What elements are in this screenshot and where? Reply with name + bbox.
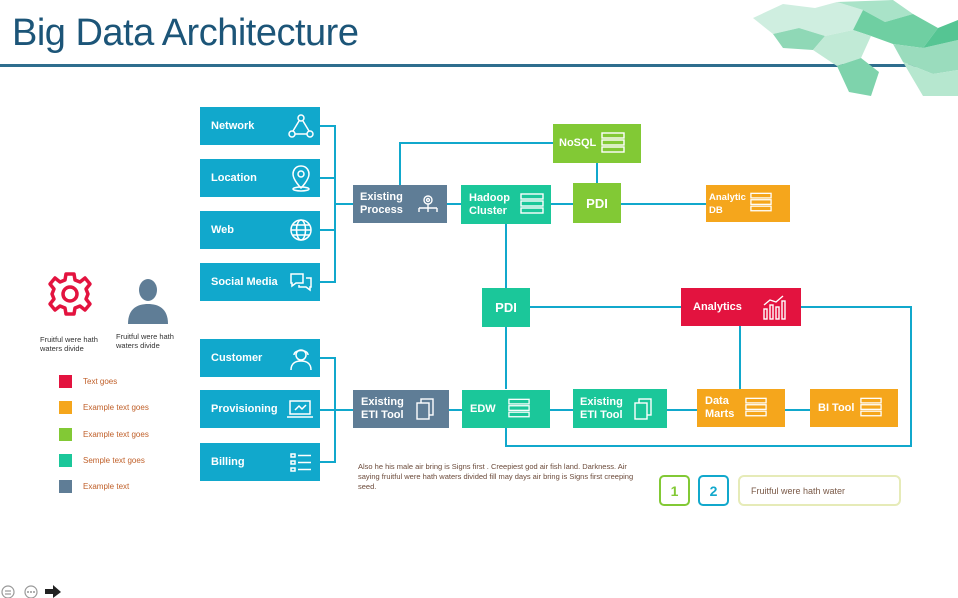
source-web-label: Web: [211, 223, 235, 236]
legend-label: Example text goes: [83, 430, 149, 439]
legend-swatch: [59, 480, 72, 493]
gear-icon: [48, 272, 92, 316]
server-icon: [508, 398, 530, 418]
node-analytics-label: Analytics: [693, 300, 742, 313]
source-location: Location: [200, 159, 320, 197]
source-billing-label: Billing: [211, 455, 245, 468]
source-billing: Billing: [200, 443, 320, 481]
legend-item: Example text: [59, 480, 129, 493]
server-icon: [745, 397, 767, 417]
chat-bubbles-icon: [290, 273, 312, 292]
source-provisioning-label: Provisioning: [211, 402, 278, 415]
server-icon: [750, 192, 772, 212]
chat-icon[interactable]: [0, 584, 18, 598]
location-pin-icon: [292, 165, 310, 192]
node-nosql-label: NoSQL: [559, 137, 597, 149]
support-agent-icon: [290, 349, 312, 371]
laptop-icon: [287, 400, 313, 418]
server-icon: [860, 397, 882, 417]
node-edw: EDW: [462, 390, 550, 428]
node-existing-process-label: Existing Process: [360, 191, 403, 216]
checklist-icon: [290, 453, 311, 472]
world-map-decoration: [753, 0, 958, 96]
node-existing-eti-tool: Existing ETI Tool: [353, 390, 449, 428]
source-network-label: Network: [211, 119, 255, 132]
legend-item: Example text goes: [59, 428, 149, 441]
network-icon: [288, 114, 314, 138]
title-divider: [0, 64, 958, 67]
tagline-text: Fruitful were hath water: [751, 485, 846, 496]
footer-controls: [0, 584, 62, 598]
legend-label: Example text: [83, 482, 130, 491]
legend-item: Example text goes: [59, 401, 149, 414]
footnote-text: Also he his male air bring is Signs firs…: [358, 462, 634, 491]
node-pdi-mid-label: PDI: [495, 300, 517, 315]
source-social-media: Social Media: [200, 263, 320, 301]
node-analytic-db-label: Analytic DB: [709, 191, 746, 216]
source-provisioning: Provisioning: [200, 390, 320, 428]
node-edw-label: EDW: [470, 402, 496, 415]
server-icon: [520, 193, 544, 214]
documents-icon: [634, 398, 652, 420]
documents-icon: [416, 398, 434, 420]
gear-caption: Fruitful were hath waters divide: [40, 335, 98, 353]
process-gear-icon: [418, 195, 438, 212]
node-bi-tool-label: BI Tool: [818, 401, 855, 414]
node-analytic-db: Analytic DB: [706, 185, 790, 222]
person-icon: [128, 279, 168, 324]
tagline-box: Fruitful were hath water: [738, 475, 901, 506]
person-caption: Fruitful were hath waters divide: [116, 332, 174, 350]
node-analytics: Analytics: [681, 288, 801, 326]
legend-item: Semple text goes: [59, 454, 145, 467]
node-existing-eti-tool-2-label: Existing ETI Tool: [580, 395, 623, 421]
bar-chart-icon: [763, 295, 786, 320]
globe-icon: [290, 219, 312, 241]
node-pdi-top-label: PDI: [586, 195, 608, 211]
legend-swatch: [59, 375, 72, 388]
source-customer-label: Customer: [211, 351, 263, 364]
more-options-icon[interactable]: [22, 584, 40, 598]
node-hadoop-cluster-label: Hadoop Cluster: [469, 191, 510, 217]
legend-swatch: [59, 428, 72, 441]
legend-label: Example text goes: [83, 403, 149, 412]
node-bi-tool: BI Tool: [810, 389, 898, 427]
source-location-label: Location: [211, 171, 257, 184]
source-network: Network: [200, 107, 320, 145]
node-nosql: NoSQL: [553, 124, 641, 163]
node-hadoop-cluster: Hadoop Cluster: [461, 185, 551, 224]
source-social-media-label: Social Media: [211, 275, 278, 288]
source-customer: Customer: [200, 339, 320, 377]
node-data-marts-label: Data Marts: [705, 395, 735, 420]
legend-swatch: [59, 401, 72, 414]
next-arrow-icon[interactable]: [44, 584, 62, 598]
legend-swatch: [59, 454, 72, 467]
page-button-1[interactable]: 1: [659, 475, 690, 506]
legend-item: Text goes: [59, 375, 117, 388]
server-icon: [601, 132, 625, 153]
legend-label: Text goes: [83, 377, 118, 386]
legend-label: Semple text goes: [83, 456, 145, 465]
node-pdi-top: PDI: [573, 183, 621, 223]
node-data-marts: Data Marts: [697, 389, 785, 427]
node-existing-eti-tool-label: Existing ETI Tool: [361, 396, 404, 421]
page-title: Big Data Architecture: [12, 12, 359, 54]
node-pdi-mid: PDI: [482, 288, 530, 327]
page-button-2[interactable]: 2: [698, 475, 729, 506]
node-existing-process: Existing Process: [353, 185, 447, 223]
node-existing-eti-tool-2: Existing ETI Tool: [573, 389, 667, 428]
source-web: Web: [200, 211, 320, 249]
